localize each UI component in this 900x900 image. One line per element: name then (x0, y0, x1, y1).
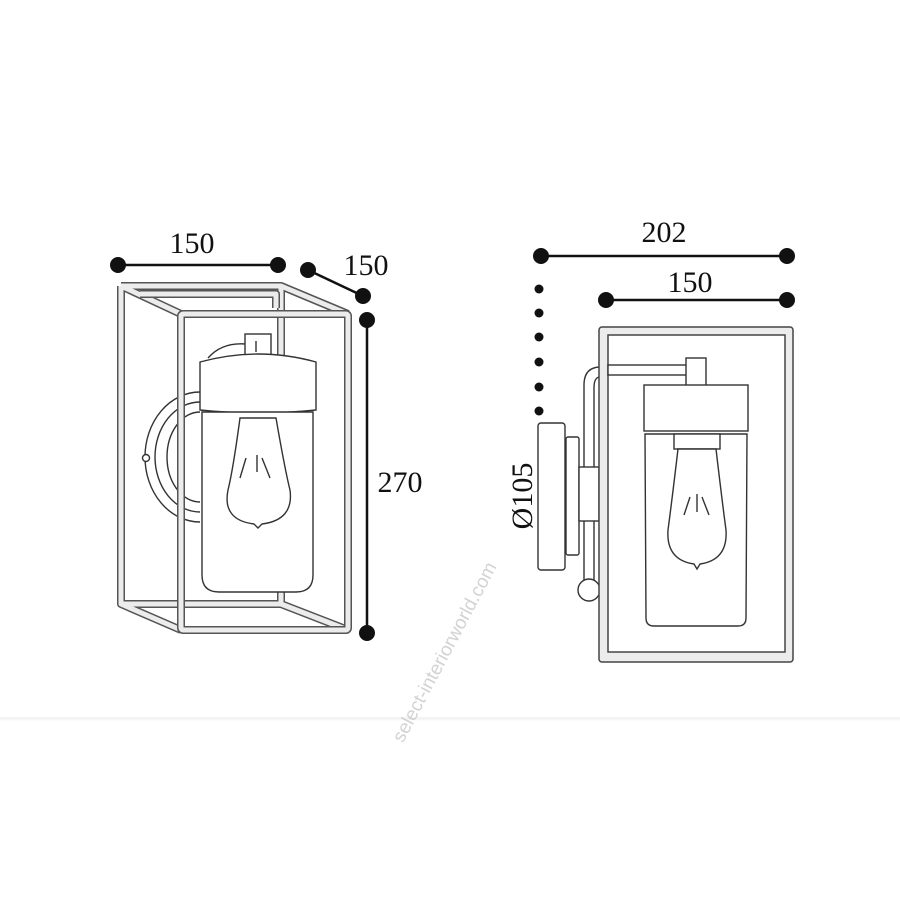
height-label: 270 (378, 466, 423, 499)
watermark: select-interiorworld.com (389, 559, 502, 746)
dimension-depth: 150 (300, 249, 389, 304)
depth-label: 150 (344, 249, 389, 282)
plate-diameter-label: Ø105 (506, 463, 539, 530)
dimension-side-width: 150 (598, 266, 795, 308)
wall-mount (537, 366, 601, 602)
dimension-width: 150 (110, 227, 286, 273)
lantern-frame-back (117, 282, 350, 634)
wall-plate (141, 391, 201, 523)
dimension-height: 270 (359, 312, 423, 641)
dimension-projection: 202 (533, 216, 795, 264)
side-view: 202 150 Ø105 (506, 216, 795, 663)
side-lamp (607, 357, 749, 627)
width-label: 150 (170, 227, 215, 260)
lantern-frame-front (177, 310, 352, 634)
projection-label: 202 (642, 216, 687, 249)
divider (0, 716, 900, 721)
side-width-label: 150 (668, 266, 713, 299)
dimension-plate-diameter: Ø105 (506, 284, 544, 530)
lamp-body (199, 333, 317, 593)
front-view: 150 150 270 (110, 227, 423, 641)
